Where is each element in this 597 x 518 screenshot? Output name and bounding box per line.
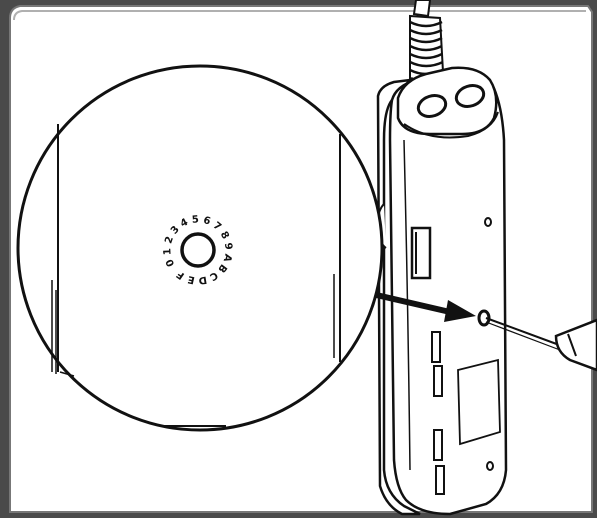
label-recess [457, 358, 501, 446]
scanner-back-edge [376, 78, 421, 516]
dial-label-2: 2 [163, 235, 176, 245]
scanner-body [376, 66, 508, 516]
side-vents [431, 331, 445, 495]
dial-label-4: 4 [179, 217, 190, 230]
dial-ring [180, 232, 216, 268]
cap-lower-rim [403, 111, 499, 139]
cap-hole-right [454, 84, 486, 108]
cap-hole-left [416, 94, 448, 118]
dial-label-F: F [175, 268, 187, 281]
top-screw [484, 217, 492, 227]
dial-label-8: 8 [218, 230, 231, 241]
pointer-arrow [371, 291, 476, 322]
dial-label-C: C [208, 269, 220, 282]
bottom-screw [486, 461, 494, 471]
dial-label-0: 0 [164, 257, 177, 268]
dial-label-6: 6 [202, 215, 212, 228]
dial-label-9: 9 [222, 242, 234, 250]
screwdriver-handle [554, 318, 597, 372]
dial-label-5: 5 [191, 214, 199, 226]
trigger-slot [410, 226, 432, 280]
handle-ring [567, 333, 577, 357]
screwdriver [485, 317, 597, 372]
frame-inner-bevel [13, 10, 586, 21]
dial-label-A: A [221, 253, 234, 264]
dial-label-E: E [187, 273, 196, 285]
dial-label-1: 1 [162, 248, 173, 256]
dial-label-D: D [198, 274, 208, 286]
rotary-switch-hole [477, 309, 491, 327]
